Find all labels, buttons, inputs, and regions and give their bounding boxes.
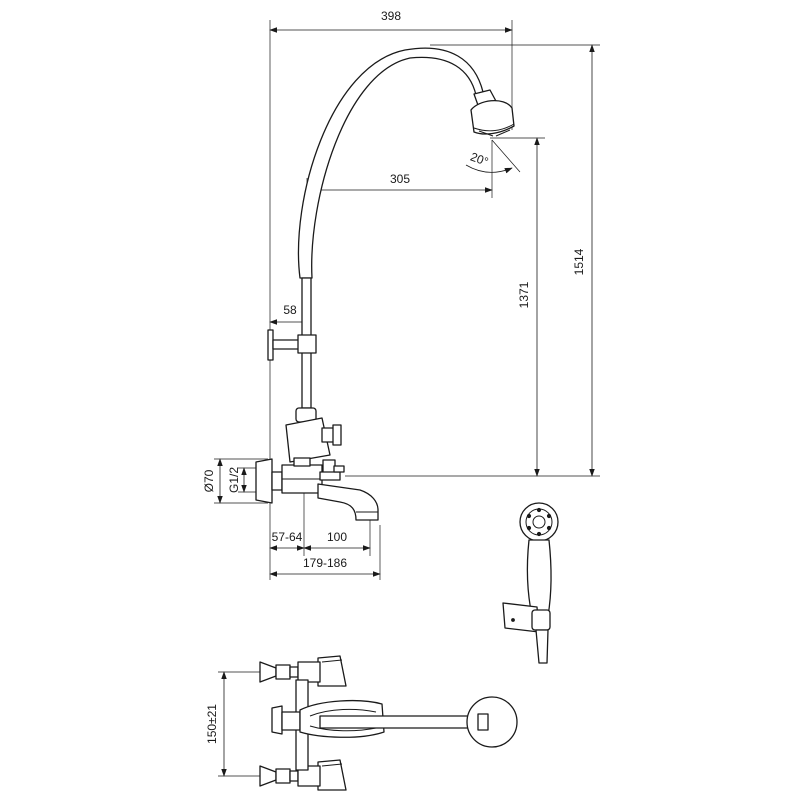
label-inlet-centers: 150±21 xyxy=(205,704,219,744)
top-view-upper-valve xyxy=(259,655,347,687)
column-wall-bracket xyxy=(267,329,317,361)
label-total-depth: 179-186 xyxy=(303,556,347,570)
hand-shower-holder xyxy=(502,602,551,664)
wall-flange xyxy=(255,458,283,504)
dimension-inlet-centers: 150±21 xyxy=(205,671,268,777)
label-wall-offset: 57-64 xyxy=(272,530,303,544)
bath-spout xyxy=(317,483,379,521)
dimension-total-depth: 179-186 xyxy=(269,500,381,580)
dimension-shower-height: 1371 xyxy=(345,137,600,477)
dimension-overall-height: 1514 xyxy=(430,44,600,477)
dimension-flange-diameter: Ø70 xyxy=(202,458,268,504)
shower-head xyxy=(470,89,515,137)
mixer-body xyxy=(281,457,323,494)
label-bracket-offset: 58 xyxy=(283,303,297,317)
label-shower-height: 1371 xyxy=(517,281,531,308)
hand-shower xyxy=(519,502,559,617)
label-flange-diameter: Ø70 xyxy=(202,469,216,492)
mixer-handle xyxy=(319,459,345,481)
label-overall-width: 398 xyxy=(381,9,401,23)
diverter-body xyxy=(285,407,342,463)
label-tilt-angle: 20° xyxy=(468,150,490,169)
label-overall-height: 1514 xyxy=(572,248,586,275)
label-spout-reach: 305 xyxy=(390,172,410,186)
top-view-shower-arm xyxy=(319,696,518,748)
dimension-wall-offset: 57-64 xyxy=(269,488,371,556)
dimension-spout-reach: 305 xyxy=(306,140,493,200)
label-spout-projection: 100 xyxy=(327,530,347,544)
top-view-lower-valve xyxy=(259,759,347,791)
dimension-tilt-angle: 20° xyxy=(465,139,521,174)
shower-arm xyxy=(297,47,484,279)
dimension-spout-projection: 100 xyxy=(303,530,371,551)
label-thread-size: G1/2 xyxy=(227,467,241,493)
dimension-overall-width: 398 xyxy=(269,9,513,470)
